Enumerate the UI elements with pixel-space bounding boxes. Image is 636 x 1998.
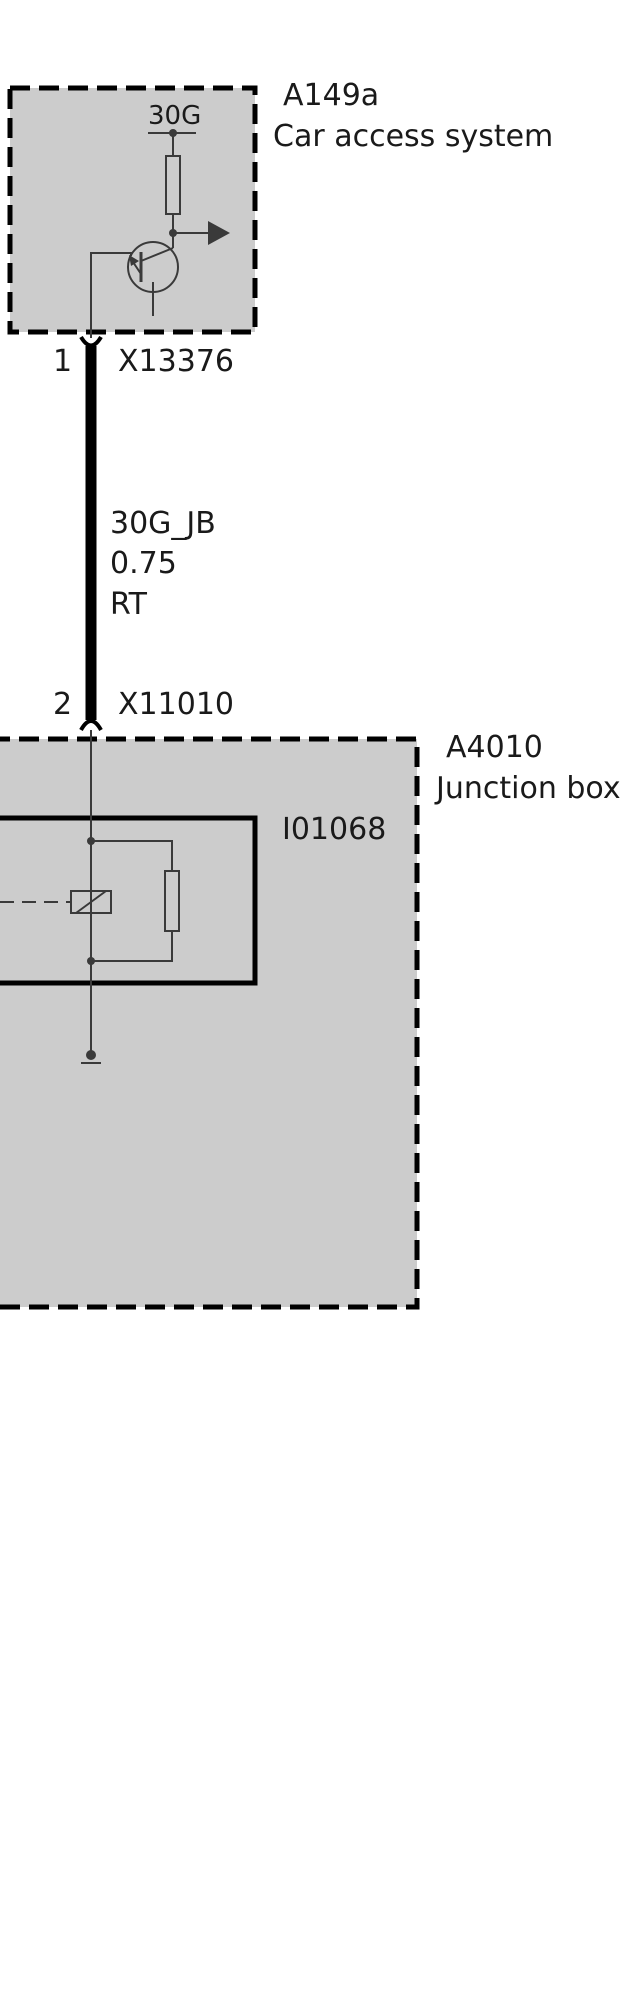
connector-x13376-icon — [79, 335, 103, 348]
junction-box-module-box — [0, 736, 420, 1310]
wire-color-label: RT — [110, 587, 148, 622]
connector-top-id: X13376 — [118, 344, 234, 379]
connector-bottom-pin: 2 — [53, 687, 72, 722]
connector-top-pin: 1 — [53, 344, 72, 379]
wire-gauge-label: 0.75 — [110, 546, 177, 581]
bypass-wire — [91, 840, 173, 871]
car-access-name: Car access system — [273, 119, 553, 154]
connector-bottom-id: X11010 — [118, 687, 234, 722]
connector-x11010-icon — [79, 719, 103, 732]
car-access-id: A149a — [283, 78, 379, 113]
wire-signal-label: 30G_JB — [110, 506, 216, 541]
transistor-icon — [127, 241, 179, 316]
supply-label-30g: 30G — [148, 101, 201, 131]
car-access-module-box — [7, 85, 258, 335]
junction-box-module — [0, 736, 420, 1310]
relay-frame — [0, 815, 258, 986]
car-access-module — [7, 85, 258, 335]
junction-box-id: A4010 — [446, 730, 543, 765]
junction-box-name: Junction box — [434, 771, 621, 806]
emitter-to-pin-wire — [90, 252, 131, 338]
output-arrow-icon — [208, 221, 230, 245]
ground-node — [86, 1050, 96, 1060]
bypass-return-wire — [91, 931, 173, 962]
relay-id: I01068 — [282, 812, 386, 847]
